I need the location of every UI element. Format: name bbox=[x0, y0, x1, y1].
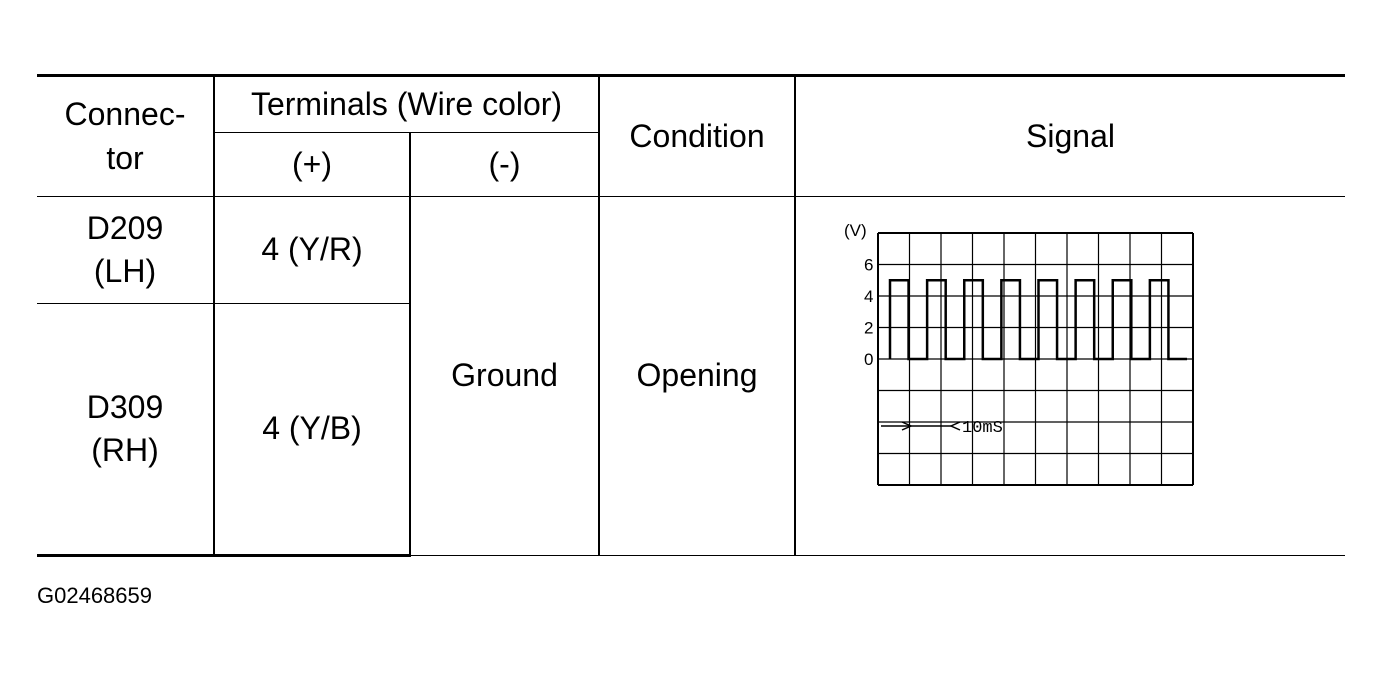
time-scale-marker: 10mS bbox=[881, 419, 1003, 438]
square-wave bbox=[888, 279, 1188, 361]
figure-code: G02468659 bbox=[37, 583, 152, 608]
connector-signal-table: Connec- tor Terminals (Wire color) Condi… bbox=[37, 74, 1346, 557]
y-tick-label: 0 bbox=[864, 350, 873, 369]
header-minus: (-) bbox=[408, 132, 600, 197]
square-wave-trace bbox=[888, 279, 1188, 361]
time-scale-label: 10mS bbox=[962, 419, 1003, 438]
y-tick-label: 2 bbox=[864, 319, 873, 338]
signal-cell: (V) 6 4 2 0 10mS bbox=[794, 196, 1346, 556]
header-plus: (+) bbox=[214, 132, 411, 197]
y-tick-labels: 6 4 2 0 bbox=[864, 256, 873, 370]
y-tick-label: 6 bbox=[864, 256, 873, 275]
header-connector: Connec- tor bbox=[37, 74, 215, 197]
header-terminals: Terminals (Wire color) bbox=[212, 74, 601, 133]
header-signal: Signal bbox=[794, 74, 1346, 197]
terminal-minus-ground: Ground bbox=[408, 196, 601, 556]
connector-lh: D209 (LH) bbox=[37, 196, 215, 304]
terminal-plus-rh: 4 (Y/B) bbox=[213, 303, 410, 557]
condition-opening: Opening bbox=[598, 196, 797, 556]
header-condition: Condition bbox=[598, 74, 797, 197]
connector-rh: D309 (RH) bbox=[37, 303, 215, 557]
voltage-unit-label: (V) bbox=[844, 221, 867, 240]
terminal-plus-lh: 4 (Y/R) bbox=[213, 196, 411, 304]
oscilloscope-grid bbox=[877, 232, 1195, 486]
signal-waveform: (V) 6 4 2 0 10mS bbox=[844, 221, 1195, 486]
y-tick-label: 4 bbox=[864, 287, 873, 306]
